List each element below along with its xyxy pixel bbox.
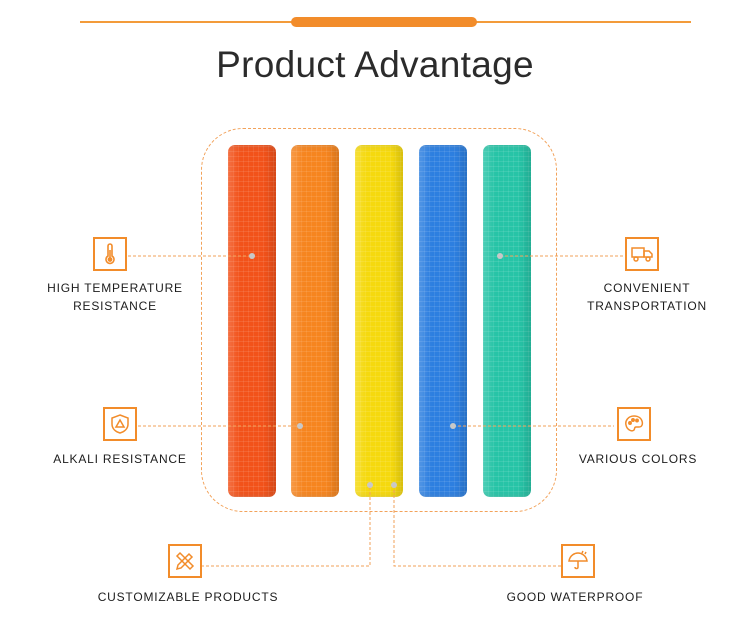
product-frame xyxy=(201,128,557,512)
mesh-roll-yellow xyxy=(355,145,403,497)
feature-label-good-waterproof: GOOD WATERPROOF xyxy=(506,590,644,604)
mesh-roll-orange xyxy=(291,145,339,497)
connector-dot xyxy=(367,482,373,488)
feature-high-temperature xyxy=(93,237,127,271)
connector-dot xyxy=(297,423,303,429)
header-accent-bar xyxy=(291,17,477,27)
feature-convenient-transportation xyxy=(625,237,659,271)
feature-label-high-temperature: HIGH TEMPERATURE RESISTANCE xyxy=(47,281,183,313)
feature-label-various-colors: VARIOUS COLORS xyxy=(578,452,698,466)
mesh-roll-blue xyxy=(419,145,467,497)
pencil-ruler-icon xyxy=(175,551,195,571)
umbrella-icon xyxy=(568,550,588,570)
connector-dot xyxy=(391,482,397,488)
truck-icon xyxy=(631,247,653,262)
feature-label-customizable-products: CUSTOMIZABLE PRODUCTS xyxy=(97,590,279,604)
connector-dot xyxy=(497,253,503,259)
chemical-shield-icon xyxy=(111,414,129,434)
feature-label-alkali-resistance: ALKALI RESISTANCE xyxy=(53,452,187,466)
feature-alkali-resistance xyxy=(103,407,137,441)
palette-icon xyxy=(625,415,644,432)
connector-dot xyxy=(249,253,255,259)
feature-label-convenient-transportation: CONVENIENT TRANSPORTATION xyxy=(587,281,707,313)
feature-customizable-products xyxy=(168,544,202,578)
feature-good-waterproof xyxy=(561,544,595,578)
mesh-roll-teal xyxy=(483,145,531,497)
page-title: Product Advantage xyxy=(216,44,534,85)
mesh-roll-red xyxy=(228,145,276,497)
feature-various-colors xyxy=(617,407,651,441)
thermometer-icon xyxy=(105,243,115,265)
connector-dot xyxy=(450,423,456,429)
